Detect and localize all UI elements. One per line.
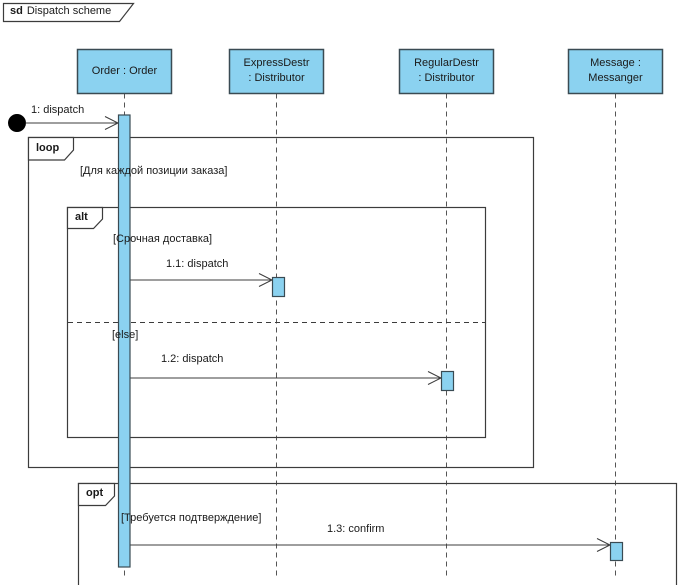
lifeline-head-message[interactable] xyxy=(567,48,664,95)
lifeline-regulardestr-name: RegularDestr xyxy=(414,57,479,69)
message-1-3-confirm[interactable] xyxy=(130,538,612,552)
frame-keyword: sd xyxy=(10,5,23,17)
alt-operator-tab[interactable] xyxy=(66,206,104,230)
activation-message[interactable] xyxy=(609,541,624,562)
loop-operator-label: loop xyxy=(36,142,60,154)
message-1-1-label[interactable]: 1.1: dispatch xyxy=(166,258,229,270)
message-1-label[interactable]: 1: dispatch xyxy=(31,104,85,116)
lifeline-message-name: Message : xyxy=(590,57,641,69)
alt-fragment-frame[interactable] xyxy=(66,206,487,439)
lifeline-head-message-label: Message : Messanger xyxy=(568,49,663,93)
lifeline-head-order-label: Order : Order xyxy=(77,49,172,93)
frame-title-text: Dispatch scheme xyxy=(26,5,112,17)
found-message-circle[interactable] xyxy=(8,114,26,132)
message-1-2-label[interactable]: 1.2: dispatch xyxy=(161,353,224,365)
activation-regulardestr[interactable] xyxy=(440,370,455,392)
opt-fragment-frame[interactable] xyxy=(77,482,678,585)
found-message-dispatch[interactable] xyxy=(8,114,120,132)
alt-operator-label: alt xyxy=(75,211,88,223)
lifeline-head-order[interactable] xyxy=(76,48,173,95)
message-1-2-dispatch[interactable] xyxy=(130,371,443,385)
lifeline-head-expressdestr[interactable] xyxy=(228,48,325,95)
lifeline-head-expressdestr-label: ExpressDestr : Distributor xyxy=(229,49,324,93)
loop-operator-tab[interactable] xyxy=(27,136,75,161)
activation-expressdestr[interactable] xyxy=(271,276,286,298)
alt-guard-label[interactable]: [Срочная доставка] xyxy=(113,233,213,245)
lifeline-expressdestr-type: : Distributor xyxy=(248,72,305,84)
lifeline-message-type: Messanger xyxy=(588,72,643,84)
lifeline-expressdestr-name: ExpressDestr xyxy=(243,57,310,69)
lifeline-head-regulardestr[interactable] xyxy=(398,48,495,95)
lifeline-order-name: Order : Order xyxy=(91,64,158,77)
lifeline-regulardestr-type: : Distributor xyxy=(418,72,475,84)
lifeline-head-regulardestr-label: RegularDestr : Distributor xyxy=(399,49,494,93)
diagram-frame-tab xyxy=(2,2,135,23)
opt-operator-tab[interactable] xyxy=(77,482,116,507)
message-1-3-label[interactable]: 1.3: confirm xyxy=(327,523,385,535)
message-1-1-dispatch[interactable] xyxy=(130,273,274,287)
opt-operator-label: opt xyxy=(86,487,104,499)
activation-order[interactable] xyxy=(117,114,131,568)
loop-guard-label[interactable]: [Для каждой позиции заказа] xyxy=(80,165,228,177)
opt-guard-label[interactable]: [Требуется подтверждение] xyxy=(121,512,262,524)
loop-fragment-frame[interactable] xyxy=(27,136,535,469)
alt-else-guard-label[interactable]: [else] xyxy=(112,329,139,341)
